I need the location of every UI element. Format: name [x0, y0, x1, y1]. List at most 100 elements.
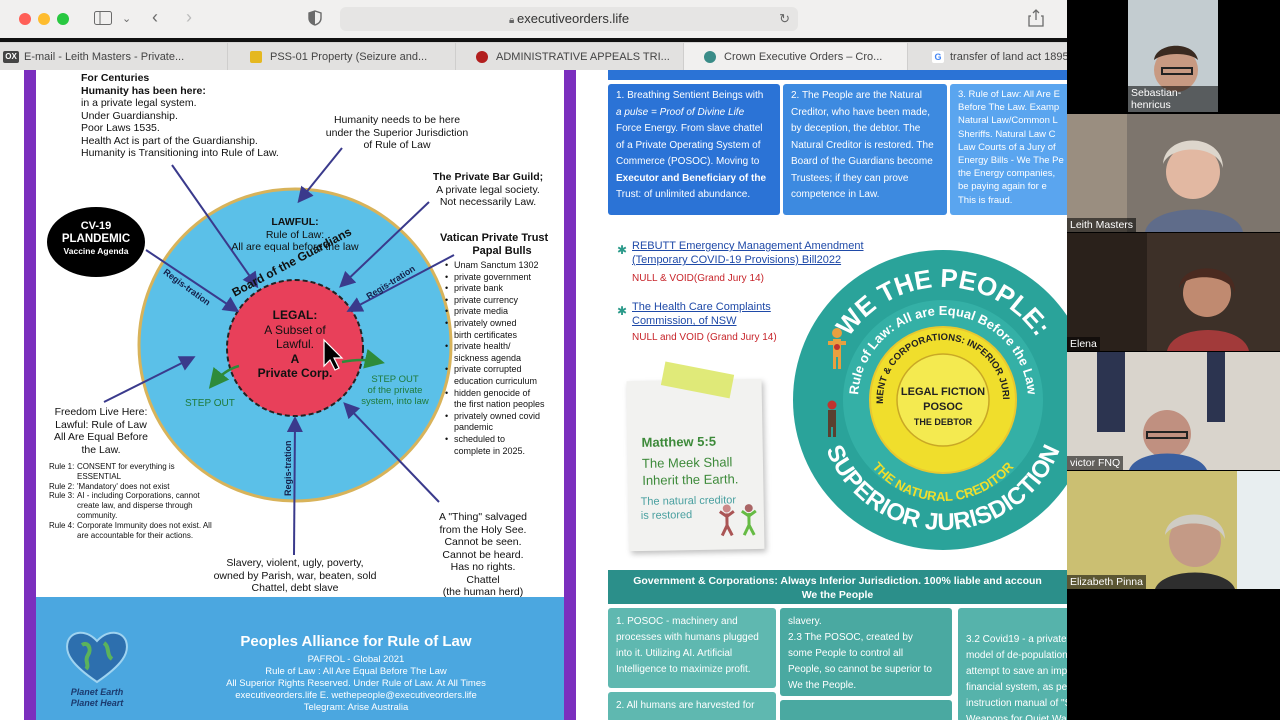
link-line: The Health Care Complaints: [632, 301, 771, 313]
box-line: This is fraud.: [958, 194, 1013, 206]
vatican-item: •hidden genocide of: [445, 388, 564, 400]
bullet-icon: •: [445, 387, 449, 398]
vatican-item-text: privately owned covid: [454, 410, 541, 421]
vatican-item: sickness agenda: [454, 353, 564, 365]
box-line: Board of the Guardians become: [791, 156, 933, 167]
footer-line: Rule of Law : All Are Equal Before The L…: [265, 666, 447, 677]
vatican-item: •private bank: [445, 283, 564, 295]
bar-guild-block: The Private Bar Guild; A private legal s…: [418, 171, 558, 209]
heart-globe-logo-icon: [66, 631, 128, 684]
slavery-block: Slavery, violent, ugly, poverty, owned b…: [200, 557, 390, 595]
vatican-item-text: education curriculum: [454, 375, 538, 386]
centuries-heading: For Centuries: [81, 72, 150, 84]
logo-line: Planet Heart: [70, 698, 124, 708]
back-icon[interactable]: ‹: [152, 7, 158, 27]
slavery-line: owned by Parish, war, beaten, sold: [213, 569, 377, 582]
vatican-item-text: Unam Sanctum 1302: [454, 260, 539, 270]
box-line: by deception, the debtor. The: [791, 123, 921, 134]
rebutt-link[interactable]: REBUTT Emergency Management Amendment (T…: [632, 239, 864, 267]
box-line: Trustees; if they can prove: [791, 172, 909, 184]
box-line: Before The Law. Examp: [958, 102, 1060, 114]
footer-line: Telegram: Arise Australia: [303, 702, 409, 713]
participant-tile[interactable]: victor FNQ: [1067, 352, 1280, 470]
freedom-line: All Are Equal Before: [54, 431, 148, 443]
health-care-link[interactable]: The Health Care Complaints Commission, o…: [632, 300, 771, 328]
tape-decoration: [660, 361, 735, 399]
teal-line: attempt to save an imploded: [966, 666, 1067, 677]
step-out-line: STEP OUT: [371, 374, 419, 385]
bar-guild-title: The Private Bar Guild;: [432, 171, 544, 183]
lawful-line: Rule of Law:: [265, 228, 325, 241]
box-line: 3. Rule of Law: All Are E: [958, 89, 1060, 100]
bar-guild-line: A private legal society.: [436, 183, 540, 196]
logo-text: Planet Earth Planet Heart: [52, 687, 142, 709]
ox-favicon-icon: OX: [3, 51, 19, 63]
tab-pss01[interactable]: PSS-01 Property (Seizure and...: [228, 43, 456, 71]
vatican-subtitle: Papal Bulls: [472, 244, 532, 257]
bar-guild-line: Not necessarily Law.: [439, 196, 537, 208]
vatican-block: Vatican Private Trust Papal Bulls •Unam …: [440, 232, 564, 457]
participant-video-icon: [1067, 233, 1280, 351]
close-window-button[interactable]: [19, 13, 31, 25]
globe-favicon-icon: [704, 51, 716, 63]
participant-tile[interactable]: Leith Masters: [1067, 114, 1280, 232]
thing-line: Has no rights.: [450, 561, 516, 573]
vatican-item-text: private corrupted: [454, 364, 522, 375]
vatican-item: •private corrupted: [445, 364, 564, 376]
matthew-verse: The Meek Shall Inherit the Earth.: [642, 453, 739, 489]
box-line: 2. The People are the Natural: [791, 90, 923, 101]
rule-item: Rule 2:'Mandatory' does not exist: [49, 482, 219, 492]
seal-center-line1: LEGAL FICTION: [901, 386, 985, 398]
centuries-subheading: Humanity has been here:: [81, 84, 206, 97]
box-line: Creditor, who have been made,: [791, 106, 930, 118]
posoc-box-1b: 2. All humans are harvested for: [608, 692, 776, 720]
link-line: REBUTT Emergency Management Amendment: [632, 240, 864, 252]
tab-crown-executive-orders[interactable]: Crown Executive Orders – Cro...: [684, 43, 908, 71]
page-gap: [576, 70, 606, 720]
minimize-window-button[interactable]: [38, 13, 50, 25]
freedom-line: the Law.: [81, 443, 121, 456]
registration-label-bottom: Regis-tration: [283, 440, 293, 496]
participant-tile[interactable]: Elena: [1067, 233, 1280, 351]
teal-line: 2. All humans are harvested for: [616, 700, 755, 711]
participant-tile[interactable]: Sebastian-henricus: [1128, 0, 1218, 112]
thing-line: from the Holy See.: [439, 523, 527, 536]
participant-video-icon: [1067, 114, 1280, 232]
shield-icon[interactable]: [308, 10, 322, 30]
address-bar[interactable]: 🔒︎ executiveorders.life ↻: [340, 7, 798, 31]
posoc-box-2: slavery. 2.3 The POSOC, created by some …: [780, 608, 952, 696]
teal-line: financial system, as per the: [966, 682, 1067, 693]
teal-line: Weapons for Quiet Wars": [966, 714, 1067, 720]
chevron-down-icon[interactable]: ⌄: [122, 13, 132, 25]
url-text: executiveorders.life: [517, 11, 630, 26]
vatican-item-text: private health/: [454, 341, 511, 352]
purple-border-right: [564, 70, 576, 720]
participant-tile[interactable]: Elizabeth Pinna: [1067, 471, 1280, 589]
box-line: of a Private Operating System of: [616, 139, 761, 151]
zoom-window-button[interactable]: [57, 13, 69, 25]
bullet-icon: •: [445, 260, 449, 270]
vatican-item: birth certificates: [454, 330, 564, 342]
page-content[interactable]: For Centuries Humanity has been here: in…: [0, 70, 1067, 720]
teal-line: We the People.: [788, 680, 857, 691]
forward-icon[interactable]: ›: [186, 7, 192, 27]
sparkle-icon: ✱: [617, 243, 628, 257]
box-line: Executor and Beneficiary of the: [616, 172, 767, 184]
banner-line: Government & Corporations: Always Inferi…: [633, 575, 1042, 587]
share-icon[interactable]: [1028, 9, 1044, 31]
sparkle-icon: ✱: [617, 304, 628, 318]
box-line: Law Courts of a Jury of: [958, 141, 1056, 153]
reload-icon[interactable]: ↻: [779, 11, 790, 26]
vatican-item-text: pandemic: [454, 422, 494, 433]
lawful-line: All are equal before the law: [231, 241, 359, 253]
sidebar-toggle-icon[interactable]: [94, 11, 112, 29]
diagram-graphic: [47, 147, 455, 556]
cv19-line3: Vaccine Agenda: [63, 246, 129, 256]
person-figure-icon: [828, 328, 846, 369]
lawful-block: LAWFUL: Rule of Law: All are equal befor…: [220, 216, 370, 254]
browser-toolbar: ⌄ ‹ › 🔒︎ executiveorders.life ↻: [0, 0, 1067, 38]
tab-administrative-appeals[interactable]: ADMINISTRATIVE APPEALS TRI...: [456, 43, 684, 71]
footer-line: PAFROL - Global 2021: [307, 654, 405, 665]
